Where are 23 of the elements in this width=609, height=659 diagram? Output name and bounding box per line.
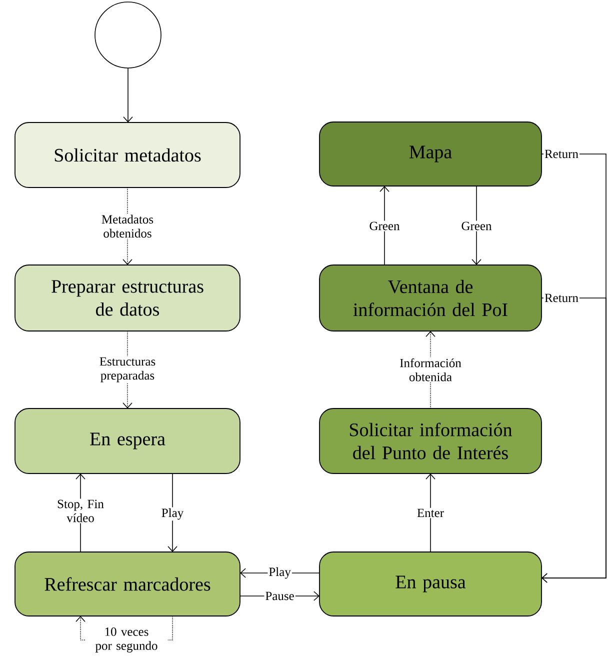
arrow: [541, 298, 606, 583]
edge-label: Green: [460, 220, 493, 232]
state-box: Mapa: [319, 122, 542, 186]
state-box: Solicitar metadatos: [14, 122, 240, 188]
state-box: Preparar estructuras de datos: [14, 264, 240, 332]
start-circle: [94, 2, 162, 68]
edge-label: Metadatos obtenidos: [96, 214, 160, 239]
state-box: Ventana de información del PoI: [319, 264, 542, 332]
arrow: [472, 186, 482, 265]
arrow: [123, 68, 133, 122]
arrow: [380, 186, 390, 266]
edge-label: Stop, Fin vídeo: [48, 498, 112, 524]
edge-label: Pause: [264, 590, 296, 602]
state-box: Refrescar marcadores: [14, 552, 240, 616]
edge-label: Estructuras preparadas: [96, 356, 160, 384]
edge-label: Información obtenida: [398, 357, 462, 382]
state-box: En pausa: [319, 552, 542, 616]
arrow: [426, 474, 436, 552]
edge-label: 10 veces por segundo: [86, 626, 168, 654]
state-box: Solicitar información del Punto de Interés: [319, 408, 542, 474]
state-box: En espera: [14, 408, 240, 474]
edge-label: Play: [268, 566, 292, 580]
edge-label: Green: [368, 220, 401, 232]
